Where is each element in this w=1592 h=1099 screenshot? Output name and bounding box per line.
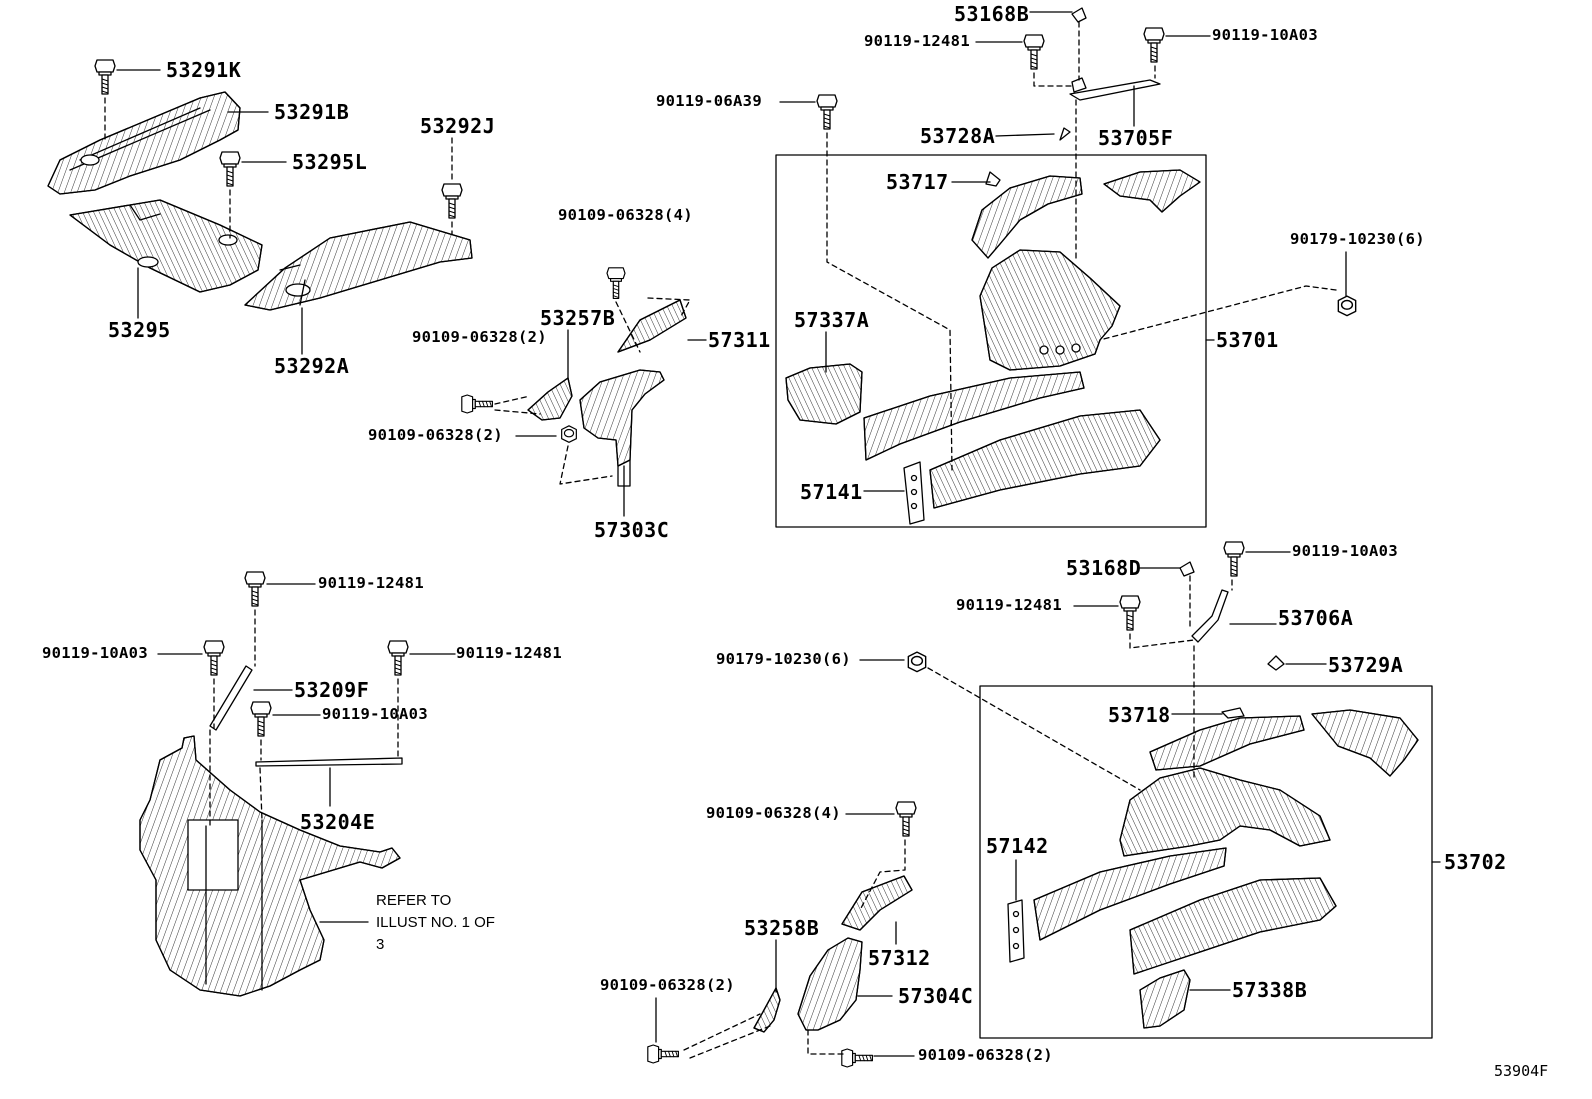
refer-to-illust-note: REFER TO ILLUST NO. 1 OF 3 [376,892,495,953]
brace-53204E-drawing [255,757,403,767]
part-label-53729A: 53729A [1328,653,1404,677]
part-label-53168B: 53168B [954,2,1030,26]
reinforcement-53717-drawing [971,171,1083,259]
part-label-53717: 53717 [886,170,949,194]
member-57338B-drawing [1139,969,1191,1029]
figure-code: 53904F [1494,1062,1549,1080]
piece-upper-right-53701-drawing [1103,169,1201,213]
siderail-upper-53702-drawing [1033,847,1227,941]
member-57337A-drawing [785,363,863,425]
part-label-53292A: 53292A [274,354,350,378]
part-label-53204E: 53204E [300,810,376,834]
part-label-53705F: 53705F [1098,126,1174,150]
part-label-90119-12481-left-top: 90119-12481 [318,574,424,592]
apron-57303C-drawing [579,369,665,487]
plate-57142-drawing [1007,899,1025,963]
undercover-53291B-drawing [47,91,241,195]
part-label-90119-12481-top: 90119-12481 [864,32,970,50]
bracket-57311-drawing [617,299,687,353]
bracket-53258B-drawing [753,987,781,1033]
part-label-53258B: 53258B [744,916,820,940]
piece-upper-right-53702-drawing [1311,709,1419,777]
leaders-top-left [116,69,303,355]
bracket-57312-drawing [841,875,913,931]
apron-57304C-drawing [797,937,863,1031]
brace-53705F-drawing [1069,77,1161,101]
part-label-90109-06328-4-lower: 90109-06328(4) [706,804,841,822]
part-label-90119-10A03-top: 90119-10A03 [1212,26,1318,44]
part-label-90109-06328-4-upper: 90109-06328(4) [558,206,693,224]
part-label-90109-06328-2-upper-a: 90109-06328(2) [412,328,547,346]
part-label-53702: 53702 [1444,850,1507,874]
part-label-53292J: 53292J [420,114,496,138]
part-label-90109-06328-2-lower-b: 90109-06328(2) [918,1046,1053,1064]
part-label-90119-10A03-right: 90119-10A03 [1292,542,1398,560]
part-label-53257B: 53257B [540,306,616,330]
part-label-90119-10A03-left-mid: 90119-10A03 [322,705,428,723]
part-label-90119-10A03-left: 90119-10A03 [42,644,148,662]
part-label-53295L: 53295L [292,150,368,174]
apron-panel-53702-drawing [1119,767,1331,857]
bracket-53257B-drawing [527,377,573,421]
apron-panel-53701-drawing [979,249,1121,371]
part-label-53706A: 53706A [1278,606,1354,630]
part-label-57337A: 57337A [794,308,870,332]
brace-53209F-drawing [209,665,253,731]
part-label-90119-06A39: 90119-06A39 [656,92,762,110]
siderail-lower-53702-drawing [1129,877,1337,975]
part-label-90179-10230-6-bottom: 90179-10230(6) [716,650,851,668]
part-label-53291K: 53291K [166,58,242,82]
part-label-57338B: 57338B [1232,978,1308,1002]
part-label-57303C: 57303C [594,518,670,542]
radiator-support-drawing [139,735,401,997]
brace-53706A-drawing [1191,589,1229,643]
part-label-53209F: 53209F [294,678,370,702]
undercover-53292A-drawing [244,221,473,311]
part-label-90119-12481-right: 90119-12481 [956,596,1062,614]
part-label-53295: 53295 [108,318,171,342]
part-label-53728A: 53728A [920,124,996,148]
part-label-90109-06328-2-upper-b: 90109-06328(2) [368,426,503,444]
part-label-90179-10230-6-top: 90179-10230(6) [1290,230,1425,248]
part-label-53718: 53718 [1108,703,1171,727]
part-label-57142: 57142 [986,834,1049,858]
part-label-53168D: 53168D [1066,556,1142,580]
siderail-lower-53701-drawing [929,409,1161,509]
siderail-upper-53701-drawing [863,371,1085,461]
part-label-53701: 53701 [1216,328,1279,352]
reinforcement-53718-drawing [1149,707,1305,771]
part-label-90119-12481-left-right: 90119-12481 [456,644,562,662]
plate-57141-drawing [903,461,925,525]
group-box-53701 [775,154,1207,528]
part-label-90109-06328-2-lower-a: 90109-06328(2) [600,976,735,994]
undercover-53295-drawing [69,199,263,293]
part-label-57311: 57311 [708,328,771,352]
part-label-57141: 57141 [800,480,863,504]
part-label-57312: 57312 [868,946,931,970]
part-label-57304C: 57304C [898,984,974,1008]
part-label-53291B: 53291B [274,100,350,124]
